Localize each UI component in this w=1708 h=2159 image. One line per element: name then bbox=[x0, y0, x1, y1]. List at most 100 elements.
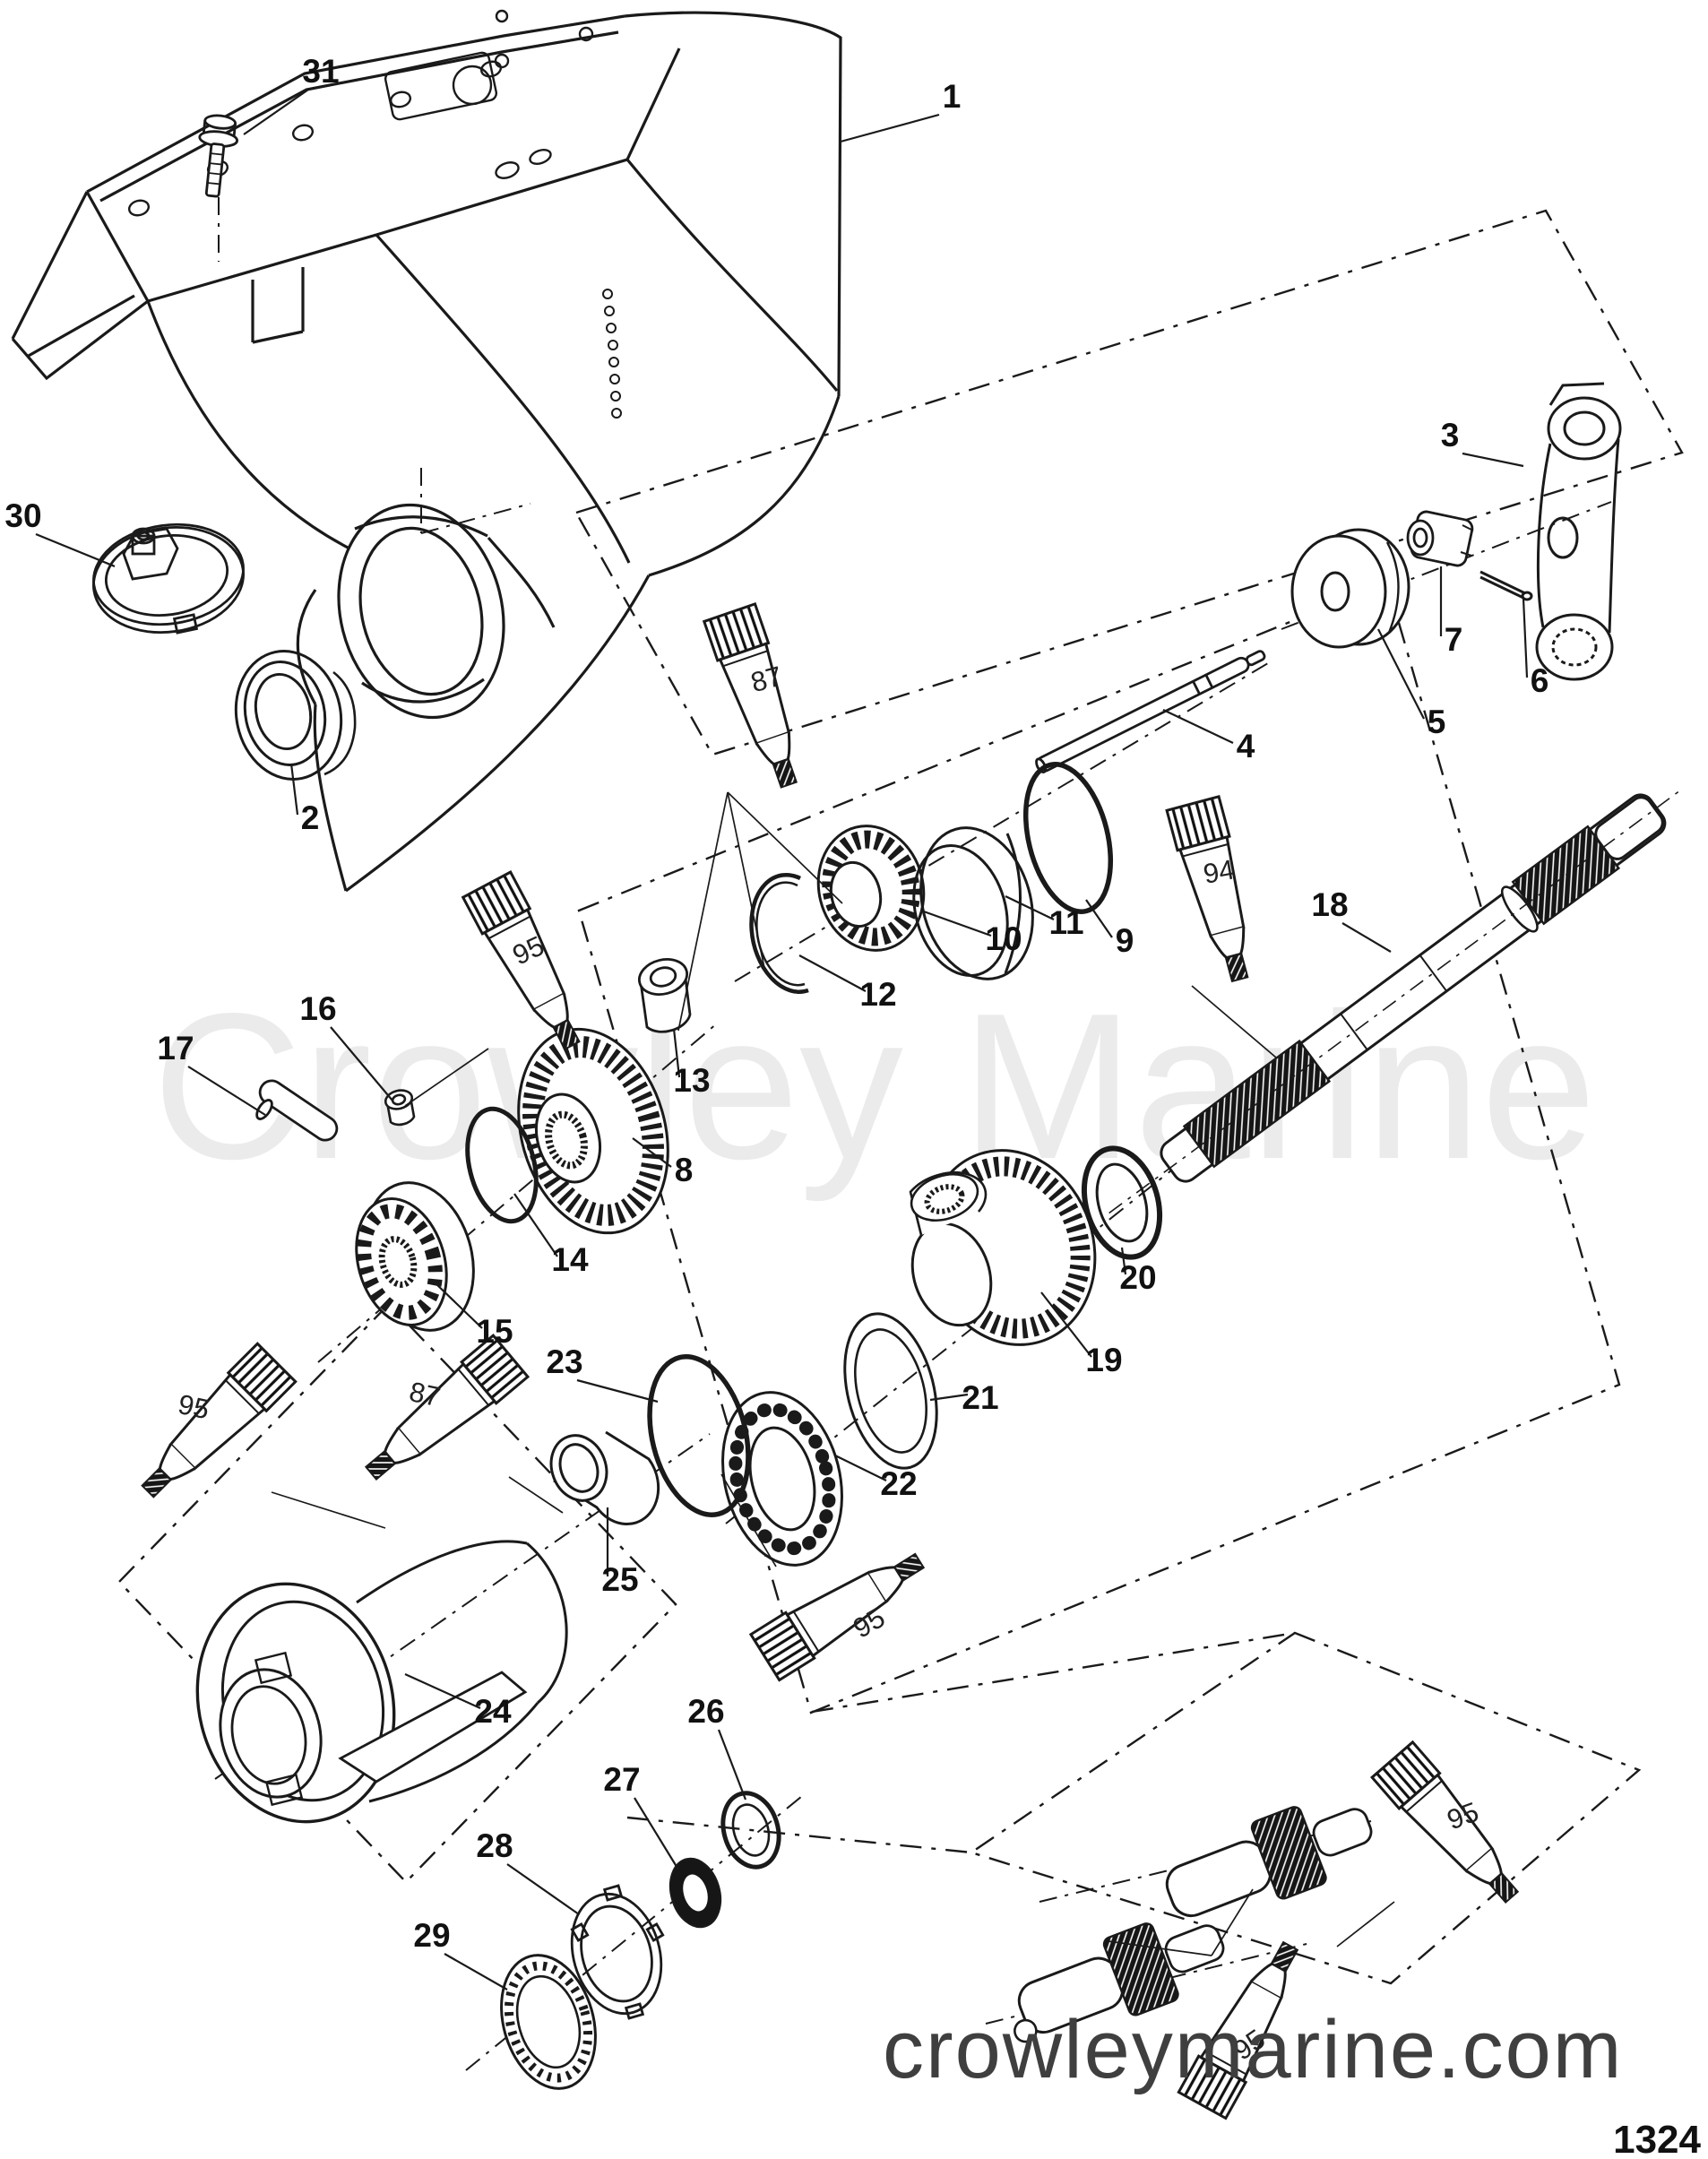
callout-leader-10 bbox=[920, 909, 992, 937]
callout-6: 6 bbox=[1531, 662, 1549, 699]
callout-leader-19 bbox=[1040, 1291, 1092, 1358]
callout-leader-11 bbox=[1005, 895, 1055, 920]
callout-10: 10 bbox=[985, 920, 1022, 957]
callout-29: 29 bbox=[413, 1917, 450, 1954]
bolt bbox=[198, 114, 238, 198]
forward-gear bbox=[517, 1027, 669, 1235]
callout-leader-1 bbox=[840, 113, 940, 143]
callout-20: 20 bbox=[1119, 1259, 1156, 1296]
carrier-bushing bbox=[549, 1430, 660, 1526]
callout-5: 5 bbox=[1428, 704, 1446, 740]
cross-pin bbox=[255, 1079, 339, 1142]
callout-leader-8 bbox=[632, 1137, 672, 1168]
tube-leaders bbox=[271, 791, 1395, 1956]
callout-leader-2 bbox=[289, 763, 299, 816]
callout-leader-30 bbox=[35, 532, 116, 568]
callout-2: 2 bbox=[301, 799, 320, 836]
construction-boxes bbox=[117, 209, 1684, 1985]
callout-16: 16 bbox=[299, 990, 336, 1027]
callout-13: 13 bbox=[673, 1062, 710, 1099]
callout-26: 26 bbox=[687, 1693, 724, 1730]
callout-12: 12 bbox=[859, 976, 896, 1013]
bearing-race bbox=[912, 826, 1034, 980]
callout-31: 31 bbox=[302, 53, 339, 90]
shift-shaft bbox=[1035, 650, 1266, 773]
callout-leader-31 bbox=[243, 89, 309, 135]
callout-9: 9 bbox=[1116, 922, 1134, 959]
callout-leader-12 bbox=[798, 954, 867, 992]
ball-bearing bbox=[721, 1391, 843, 1567]
callout-leader-28 bbox=[506, 1863, 580, 1915]
shift-cam-bushing bbox=[1406, 510, 1474, 567]
cotter-pin bbox=[1479, 570, 1533, 601]
o-ring-9 bbox=[1022, 762, 1114, 914]
callout-leader-21 bbox=[929, 1393, 969, 1402]
callout-27: 27 bbox=[603, 1761, 640, 1798]
cam-follower bbox=[1290, 528, 1410, 649]
water-intake-holes bbox=[602, 289, 622, 419]
seal-20 bbox=[1081, 1145, 1163, 1260]
callout-30: 30 bbox=[4, 497, 41, 534]
callout-25: 25 bbox=[601, 1561, 638, 1598]
callout-leader-17 bbox=[187, 1066, 266, 1116]
bearing-carrier bbox=[195, 1540, 568, 1824]
tube-label-95-4: 95 bbox=[176, 1388, 212, 1425]
callout-leader-26 bbox=[717, 1729, 747, 1801]
callout-21: 21 bbox=[962, 1379, 998, 1416]
seal-26 bbox=[720, 1791, 781, 1870]
gear-housing bbox=[11, 9, 842, 893]
bearing-kit-lower bbox=[1014, 1922, 1225, 2043]
propeller-shaft bbox=[1108, 790, 1679, 1214]
shift-crank bbox=[1535, 382, 1622, 681]
reverse-gear bbox=[909, 1149, 1097, 1346]
tab-washer bbox=[570, 1884, 665, 2020]
callout-leader-20 bbox=[1120, 1247, 1127, 1275]
bearing-kit-upper bbox=[1165, 1806, 1373, 1918]
needle-bearing-29 bbox=[500, 1954, 597, 2090]
callout-8: 8 bbox=[675, 1152, 694, 1188]
o-ring-23 bbox=[647, 1354, 751, 1517]
seal-27 bbox=[669, 1857, 722, 1929]
callout-23: 23 bbox=[546, 1343, 582, 1380]
lubricant-tubes bbox=[127, 602, 1534, 2120]
upper-dashed-box bbox=[574, 209, 1684, 756]
callout-leader-16 bbox=[330, 1026, 393, 1101]
callout-22: 22 bbox=[880, 1465, 917, 1502]
callout-leader-15 bbox=[433, 1281, 483, 1329]
callout-leader-13 bbox=[672, 1028, 681, 1078]
watermark-footer: crowleymarine.com bbox=[883, 2004, 1623, 2095]
callout-3: 3 bbox=[1441, 417, 1460, 453]
callout-leader-9 bbox=[1085, 899, 1113, 938]
callout-4: 4 bbox=[1237, 728, 1255, 764]
middle-dashed-box bbox=[577, 581, 1621, 1714]
callout-leader-3 bbox=[1462, 452, 1524, 468]
flange-holes bbox=[127, 9, 594, 217]
lower-left-dashed-box bbox=[117, 1302, 677, 1884]
callout-leader-5 bbox=[1377, 628, 1425, 720]
callout-leader-22 bbox=[834, 1455, 887, 1481]
callout-leader-29 bbox=[444, 1953, 508, 1991]
o-ring-14 bbox=[465, 1106, 539, 1224]
callout-leader-27 bbox=[634, 1797, 679, 1870]
callout-1: 1 bbox=[943, 78, 962, 115]
callout-leader-6 bbox=[1522, 598, 1529, 678]
trim-tab bbox=[92, 522, 245, 635]
callout-leader-4 bbox=[1162, 709, 1234, 744]
callout-7: 7 bbox=[1445, 621, 1463, 658]
tube-label-87-3: 87 bbox=[407, 1376, 444, 1412]
guide-dash bbox=[626, 1816, 972, 1854]
callout-14: 14 bbox=[551, 1241, 589, 1278]
guide-dash bbox=[811, 1631, 1296, 1714]
callout-leader-18 bbox=[1341, 922, 1392, 953]
callout-24: 24 bbox=[474, 1693, 512, 1730]
callout-18: 18 bbox=[1311, 886, 1348, 923]
lower-right-dashed-box bbox=[969, 1631, 1642, 1985]
pinion-bearing bbox=[816, 825, 926, 952]
callout-19: 19 bbox=[1085, 1342, 1122, 1378]
callout-leader-14 bbox=[513, 1193, 558, 1257]
thrust-washer bbox=[843, 1312, 938, 1470]
callout-15: 15 bbox=[476, 1313, 513, 1350]
